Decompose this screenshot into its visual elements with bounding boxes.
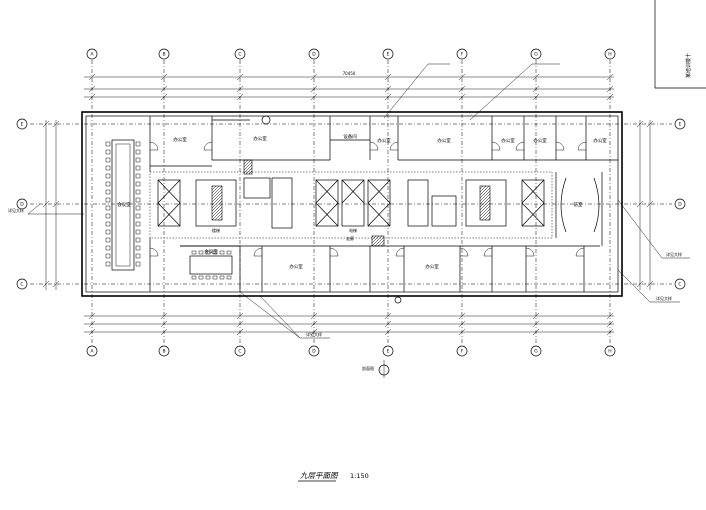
bottom-note: 详见大样: [306, 331, 322, 337]
axis-bubble-E-left: E: [16, 118, 28, 130]
axis-bubble-E-bottom: E: [382, 345, 394, 357]
axis-bubble-B-bottom: B: [158, 345, 170, 357]
drawing-scale: 1:150: [350, 472, 369, 480]
room-label-office-5: 办公室: [501, 137, 515, 144]
svg-text:B: B: [162, 52, 165, 58]
building-core: [157, 159, 600, 247]
room-labels: 会议室 办公室 办公室 设备间 办公室 办公室 办公室 办公室 办公室 会议室 …: [117, 133, 607, 270]
axis-bubble-G-bottom: G: [530, 345, 542, 357]
axis-bubble-E-top: E: [382, 48, 394, 60]
svg-text:E: E: [387, 52, 390, 58]
svg-text:F: F: [461, 52, 464, 58]
svg-text:D: D: [20, 202, 24, 208]
small-meeting-table: [189, 250, 233, 280]
interior-walls: [149, 116, 618, 292]
svg-text:A: A: [90, 349, 94, 355]
svg-text:F: F: [461, 349, 464, 355]
svg-text:E: E: [679, 122, 682, 128]
title-block-text: 某培训楼十: [685, 53, 692, 78]
leader-annotations: 详见大样 详见大样 详见大样 详见大样 剖面图: [8, 63, 690, 378]
axis-bubble-F-bottom: F: [456, 345, 468, 357]
room-label-office-1: 办公室: [173, 136, 187, 143]
drawing-title: 九层平面图: [300, 471, 339, 480]
room-label-elevator: 电梯: [349, 227, 357, 233]
axis-bubble-A-bottom: A: [86, 345, 98, 357]
room-label-lobby: 前室: [574, 201, 583, 208]
axis-bubbles: A A B B C C D D E E F F G G H H E E D D C C: [16, 48, 686, 357]
axis-bubble-E-right: E: [674, 118, 686, 130]
axis-bubble-D-top: D: [308, 48, 320, 60]
svg-text:D: D: [312, 52, 316, 58]
svg-text:G: G: [534, 52, 538, 58]
axis-bubble-H-bottom: H: [604, 345, 616, 357]
room-label-office-2: 办公室: [253, 135, 267, 142]
svg-text:C: C: [238, 52, 241, 58]
section-mark: 剖面图: [362, 365, 374, 371]
room-label-office-4: 办公室: [437, 137, 451, 144]
axis-bubble-F-top: F: [456, 48, 468, 60]
room-label-stair: 楼梯: [212, 227, 220, 233]
room-label-equip: 设备间: [343, 133, 357, 140]
axis-bubble-D-right: D: [674, 198, 686, 210]
side-note-right-2: 详见大样: [656, 295, 672, 301]
svg-text:H: H: [608, 52, 611, 58]
axis-bubble-D-bottom: D: [308, 345, 320, 357]
axis-bubble-C-bottom: C: [234, 345, 246, 357]
overall-dimension: 70450: [343, 71, 356, 76]
conference-table: [105, 139, 141, 271]
room-label-meeting-large: 会议室: [117, 201, 131, 208]
axis-bubble-D-left: D: [16, 198, 28, 210]
room-label-corridor: 走廊: [346, 235, 354, 241]
side-note-left: 详见大样: [8, 207, 24, 213]
svg-text:H: H: [608, 349, 611, 355]
door-swings: [149, 141, 587, 257]
svg-text:C: C: [678, 282, 681, 288]
drawing-title-group: 九层平面图 1:150: [298, 471, 369, 482]
axis-bubble-G-top: G: [530, 48, 542, 60]
room-label-office-7: 办公室: [593, 137, 607, 144]
dimension-lines: 70450: [42, 71, 654, 336]
room-label-office-9: 办公室: [425, 263, 439, 270]
room-label-meeting-small: 会议室: [204, 248, 218, 255]
axis-bubble-B-top: B: [158, 48, 170, 60]
axis-bubble-C-right: C: [674, 278, 686, 290]
room-label-office-8: 办公室: [289, 263, 303, 270]
room-label-office-6: 办公室: [533, 137, 547, 144]
svg-text:D: D: [312, 349, 316, 355]
axis-bubble-H-top: H: [604, 48, 616, 60]
svg-text:A: A: [90, 52, 94, 58]
axis-bubble-A-top: A: [86, 48, 98, 60]
side-note-right-1: 详见大样: [666, 251, 682, 257]
axis-grid: [30, 60, 672, 345]
room-label-office-3: 办公室: [377, 137, 391, 144]
svg-text:C: C: [20, 282, 23, 288]
axis-bubble-C-top: C: [234, 48, 246, 60]
svg-text:G: G: [534, 349, 538, 355]
title-block: 某培训楼十: [654, 0, 706, 89]
svg-text:E: E: [21, 122, 24, 128]
svg-text:E: E: [387, 349, 390, 355]
axis-bubble-C-left: C: [16, 278, 28, 290]
building-outline: [81, 111, 623, 297]
svg-text:B: B: [162, 349, 165, 355]
svg-text:C: C: [238, 349, 241, 355]
svg-text:D: D: [678, 202, 682, 208]
